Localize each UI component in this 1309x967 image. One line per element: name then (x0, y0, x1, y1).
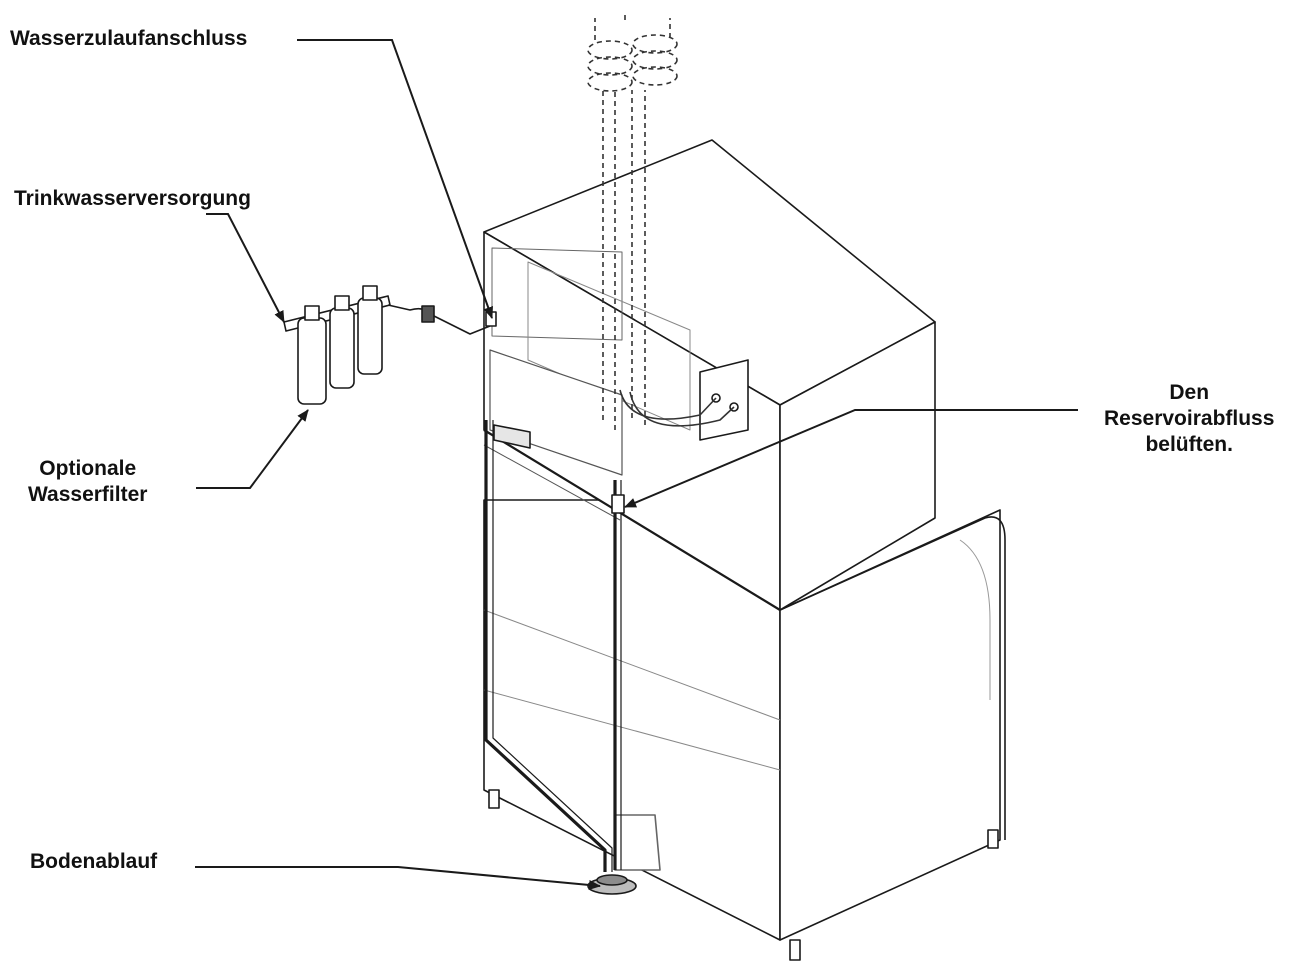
water-inlet-label: Wasserzulaufanschluss (10, 27, 248, 50)
optional-filters-line-1: Optionale (39, 457, 137, 480)
potable-supply-leader (206, 213, 285, 323)
ice-storage-bin (483, 499, 1006, 961)
floor-drain-label: Bodenablauf (30, 850, 158, 873)
drain-lines (484, 420, 625, 872)
floor-drain-leader (195, 866, 601, 890)
reservoir-vent-line-3: belüften. (1145, 433, 1233, 456)
reservoir-vent-line-1: Den (1169, 381, 1210, 404)
floor-drain (587, 874, 637, 895)
potable-supply-label: Trinkwasserversorgung (14, 187, 251, 210)
vent-tubing (587, 12, 678, 430)
optional-filters-leader (196, 409, 309, 489)
reservoir-vent-label: Den Reservoirabfluss belüften. (1104, 380, 1274, 458)
optional-filters-label: Optionale Wasserfilter (28, 456, 147, 508)
water-inlet-leader (297, 39, 493, 319)
ice-machine-head (483, 139, 936, 611)
reservoir-vent-leader (624, 409, 1078, 508)
water-filter-assembly (283, 285, 497, 405)
optional-filters-line-2: Wasserfilter (28, 483, 148, 506)
reservoir-vent-line-2: Reservoirabfluss (1104, 407, 1275, 430)
